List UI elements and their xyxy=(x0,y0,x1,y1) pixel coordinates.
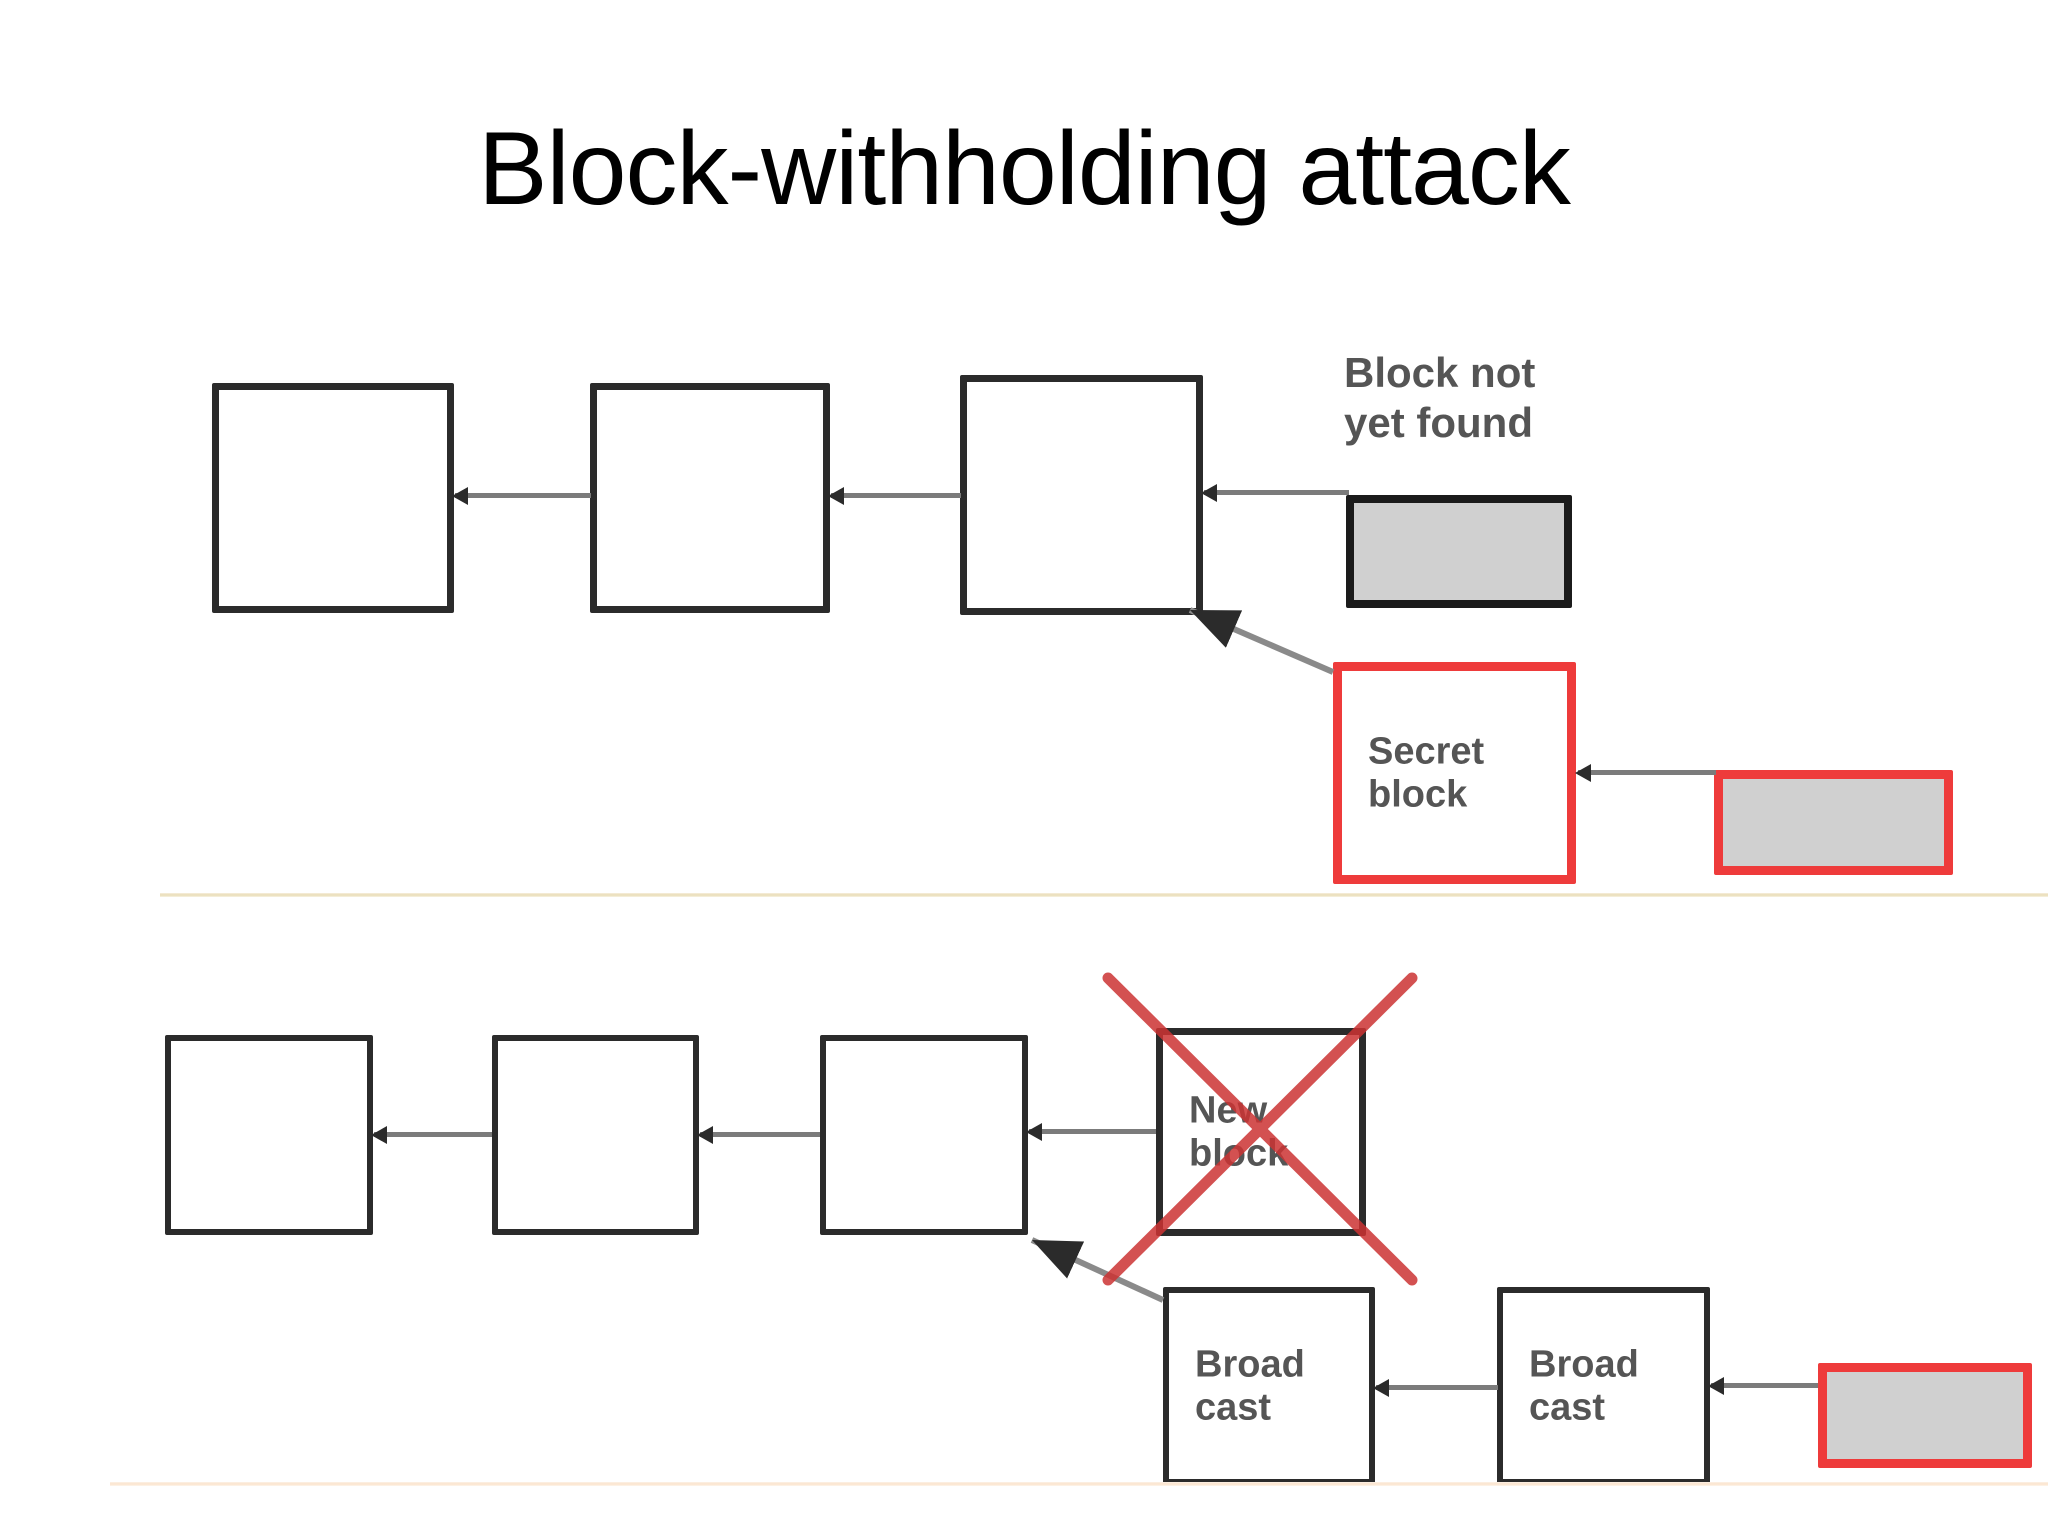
pending-block-caption: Block not yet found xyxy=(1344,349,1536,446)
secret-connector xyxy=(1578,770,1716,775)
bottom-pending-block[interactable] xyxy=(1818,1363,2032,1468)
broadcast-block-1[interactable]: Broad cast xyxy=(1163,1287,1375,1485)
orphaned-new-block[interactable]: New block xyxy=(1156,1028,1366,1236)
top-pending-block[interactable] xyxy=(1346,495,1572,608)
broadcast-block-2-label: Broad cast xyxy=(1529,1343,1639,1428)
broadcast-fork-arrow xyxy=(1030,1237,1165,1303)
broadcast-block-2[interactable]: Broad cast xyxy=(1497,1287,1710,1485)
panel-divider-top xyxy=(160,893,2048,897)
top-chain-block-1[interactable] xyxy=(212,383,454,613)
top-chain-block-3[interactable] xyxy=(960,375,1203,615)
bottom-connector-2-3 xyxy=(700,1132,820,1137)
top-connector-1-2 xyxy=(455,493,591,498)
top-chain-block-2[interactable] xyxy=(590,383,830,613)
secret-pending-block[interactable] xyxy=(1714,770,1953,875)
bottom-chain-block-3[interactable] xyxy=(820,1035,1028,1235)
bottom-connector-3-orphan xyxy=(1029,1129,1159,1134)
bottom-connector-1-2 xyxy=(374,1132,492,1137)
secret-block-label: Secret block xyxy=(1368,730,1485,815)
top-connector-3-pending xyxy=(1204,490,1349,495)
page-title: Block-withholding attack xyxy=(478,111,1571,227)
orphaned-new-block-label: New block xyxy=(1189,1089,1289,1174)
secret-block[interactable]: Secret block xyxy=(1333,662,1576,884)
secret-block-fork-arrow xyxy=(1188,607,1335,675)
bottom-chain-block-2[interactable] xyxy=(492,1035,699,1235)
bottom-chain-block-1[interactable] xyxy=(165,1035,373,1235)
top-connector-2-3 xyxy=(831,493,961,498)
broadcast-connector-1-2 xyxy=(1376,1385,1498,1390)
panel-divider-bottom xyxy=(110,1482,2048,1486)
broadcast-block-1-label: Broad cast xyxy=(1195,1343,1305,1428)
broadcast-connector-2-pending xyxy=(1711,1383,1819,1388)
